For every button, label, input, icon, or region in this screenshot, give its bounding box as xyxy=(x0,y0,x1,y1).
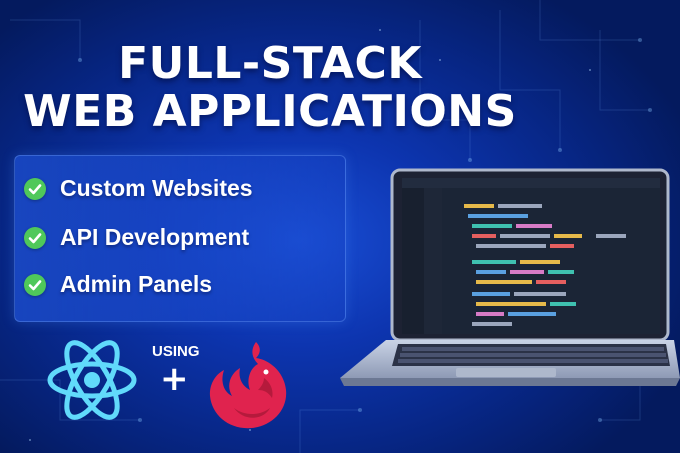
feature-item-admin-panels: Admin Panels xyxy=(24,271,212,298)
feature-item-custom-websites: Custom Websites xyxy=(24,175,253,202)
code-lines xyxy=(464,204,626,326)
check-icon xyxy=(24,177,46,200)
headline-line-2: WEB APPLICATIONS xyxy=(23,86,517,137)
react-logo xyxy=(47,340,137,420)
nestjs-logo xyxy=(209,342,287,429)
laptop-illustration xyxy=(340,168,680,386)
feature-panel xyxy=(14,155,346,322)
feature-label: Custom Websites xyxy=(60,175,253,201)
headline-line-1: FULL-STACK xyxy=(118,38,422,89)
feature-label: Admin Panels xyxy=(60,271,213,297)
feature-item-api-development: API Development xyxy=(24,224,249,251)
check-icon xyxy=(24,273,46,296)
feature-label: API Development xyxy=(60,224,250,250)
plus-sign: + xyxy=(160,359,189,399)
using-label: USING xyxy=(152,343,200,360)
check-icon xyxy=(24,226,46,249)
